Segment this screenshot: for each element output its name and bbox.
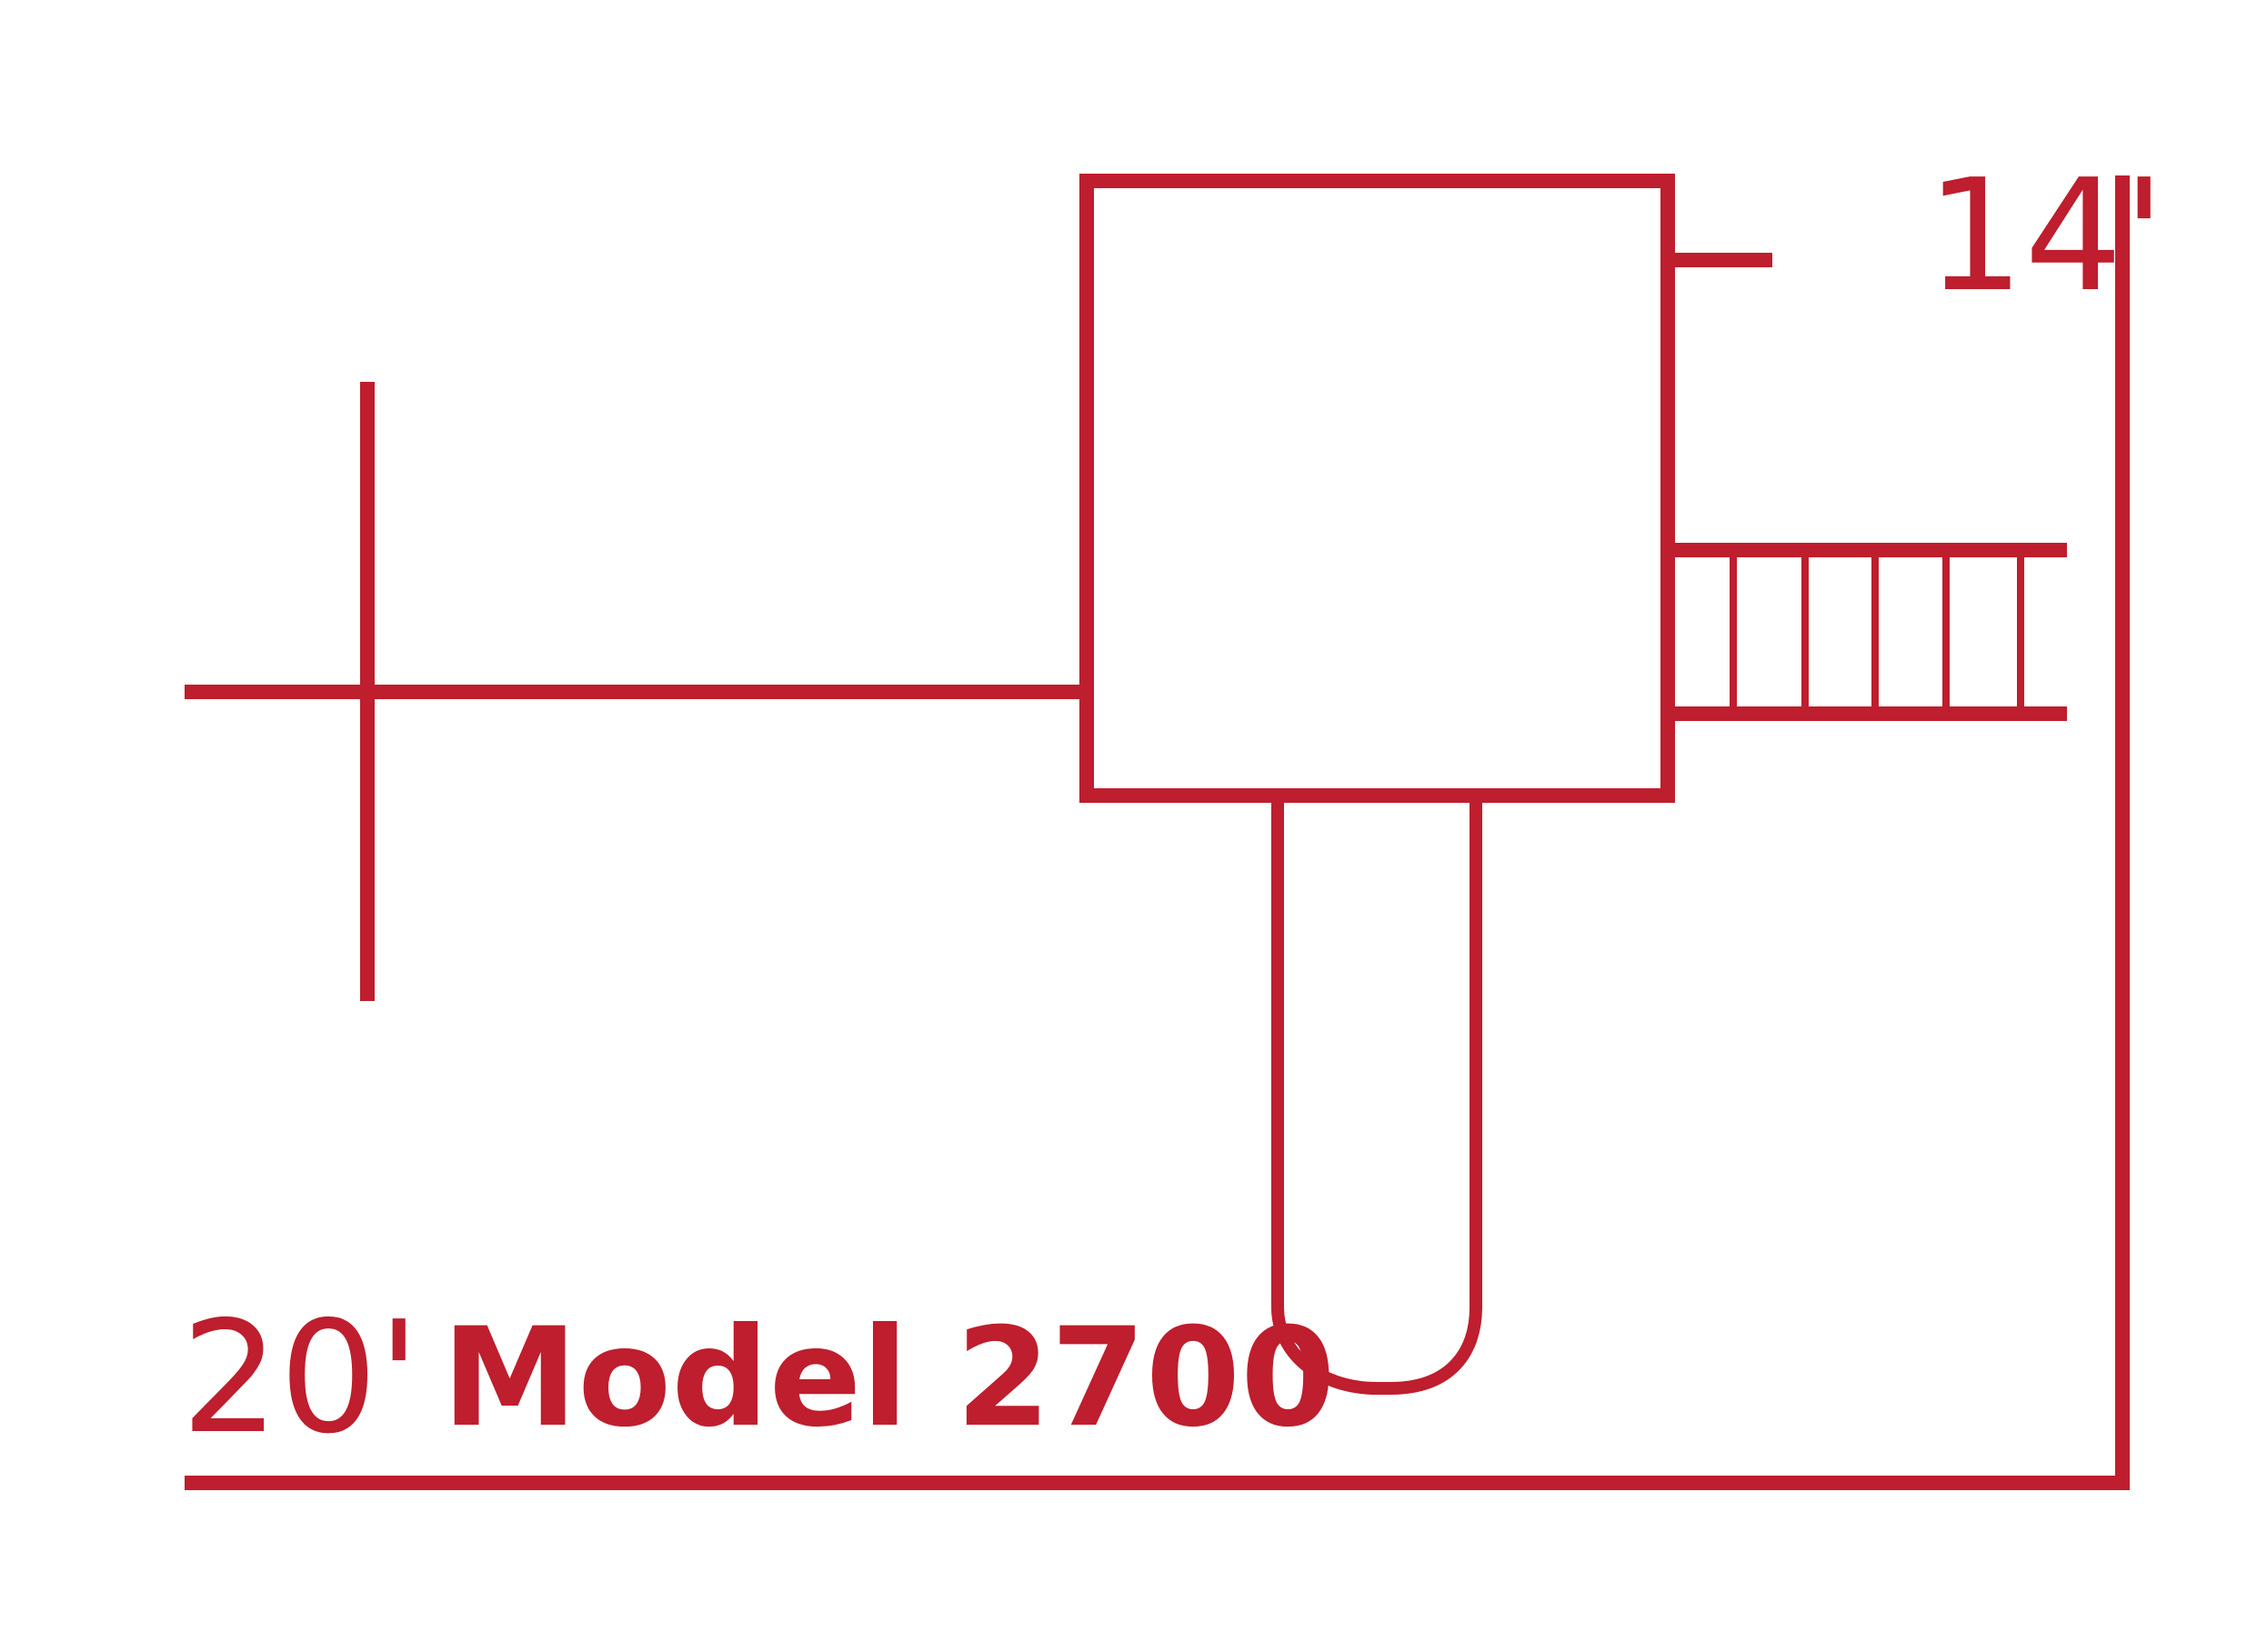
ladder xyxy=(1668,543,2067,721)
deck-platform xyxy=(1079,174,1675,803)
model-label: Model 2700 xyxy=(442,1299,1336,1457)
depth-label: 14' xyxy=(1926,146,2165,326)
width-label: 20' xyxy=(181,1288,420,1468)
slide xyxy=(1271,796,1482,1395)
